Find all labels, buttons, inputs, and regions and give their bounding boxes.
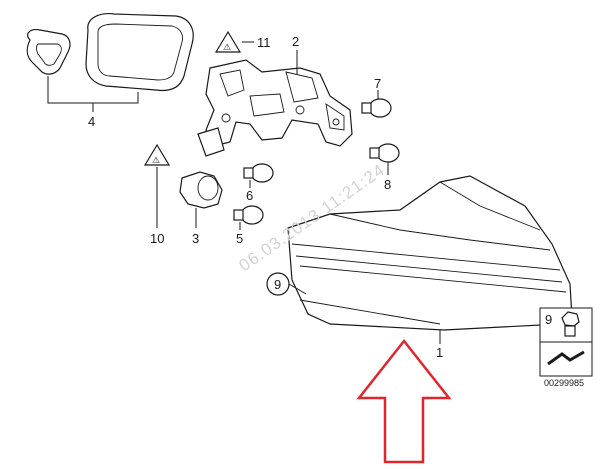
gasket-small — [26, 29, 71, 75]
callout-3: 3 — [192, 231, 199, 246]
callout-7: 7 — [374, 76, 381, 91]
inset-code: 00299985 — [544, 378, 584, 388]
bulb-5 — [233, 205, 264, 225]
bulb-carrier — [197, 59, 353, 157]
callout-8: 8 — [384, 177, 391, 192]
callout-2: 2 — [292, 34, 299, 49]
bulb-7 — [361, 98, 392, 118]
symbol-arrow-icon — [547, 350, 585, 366]
callout-9-circle: 9 — [266, 272, 290, 296]
callout-10: 10 — [150, 231, 164, 246]
inset-box: 9 — [539, 307, 593, 377]
callout-4: 4 — [88, 114, 95, 129]
warning-triangle-icon-11: ⚠ — [214, 30, 242, 53]
callout-9: 9 — [274, 277, 281, 292]
red-highlight-arrow-icon — [356, 338, 452, 464]
callout-6: 6 — [246, 188, 253, 203]
inset-label: 9 — [545, 312, 552, 327]
gasket-large — [85, 13, 194, 92]
leader-9 — [288, 283, 307, 295]
bulb-socket-3 — [179, 171, 223, 209]
bulb-6 — [243, 163, 274, 183]
svg-text:⚠: ⚠ — [223, 42, 231, 52]
svg-text:⚠: ⚠ — [152, 155, 160, 165]
callout-1: 1 — [436, 345, 443, 360]
callout-11: 11 — [257, 35, 271, 50]
tail-light-housing — [287, 175, 573, 331]
callout-5: 5 — [236, 231, 243, 246]
bulb-8 — [369, 143, 400, 163]
clip-nut-icon — [561, 311, 580, 337]
warning-triangle-icon-10: ⚠ — [143, 143, 171, 166]
